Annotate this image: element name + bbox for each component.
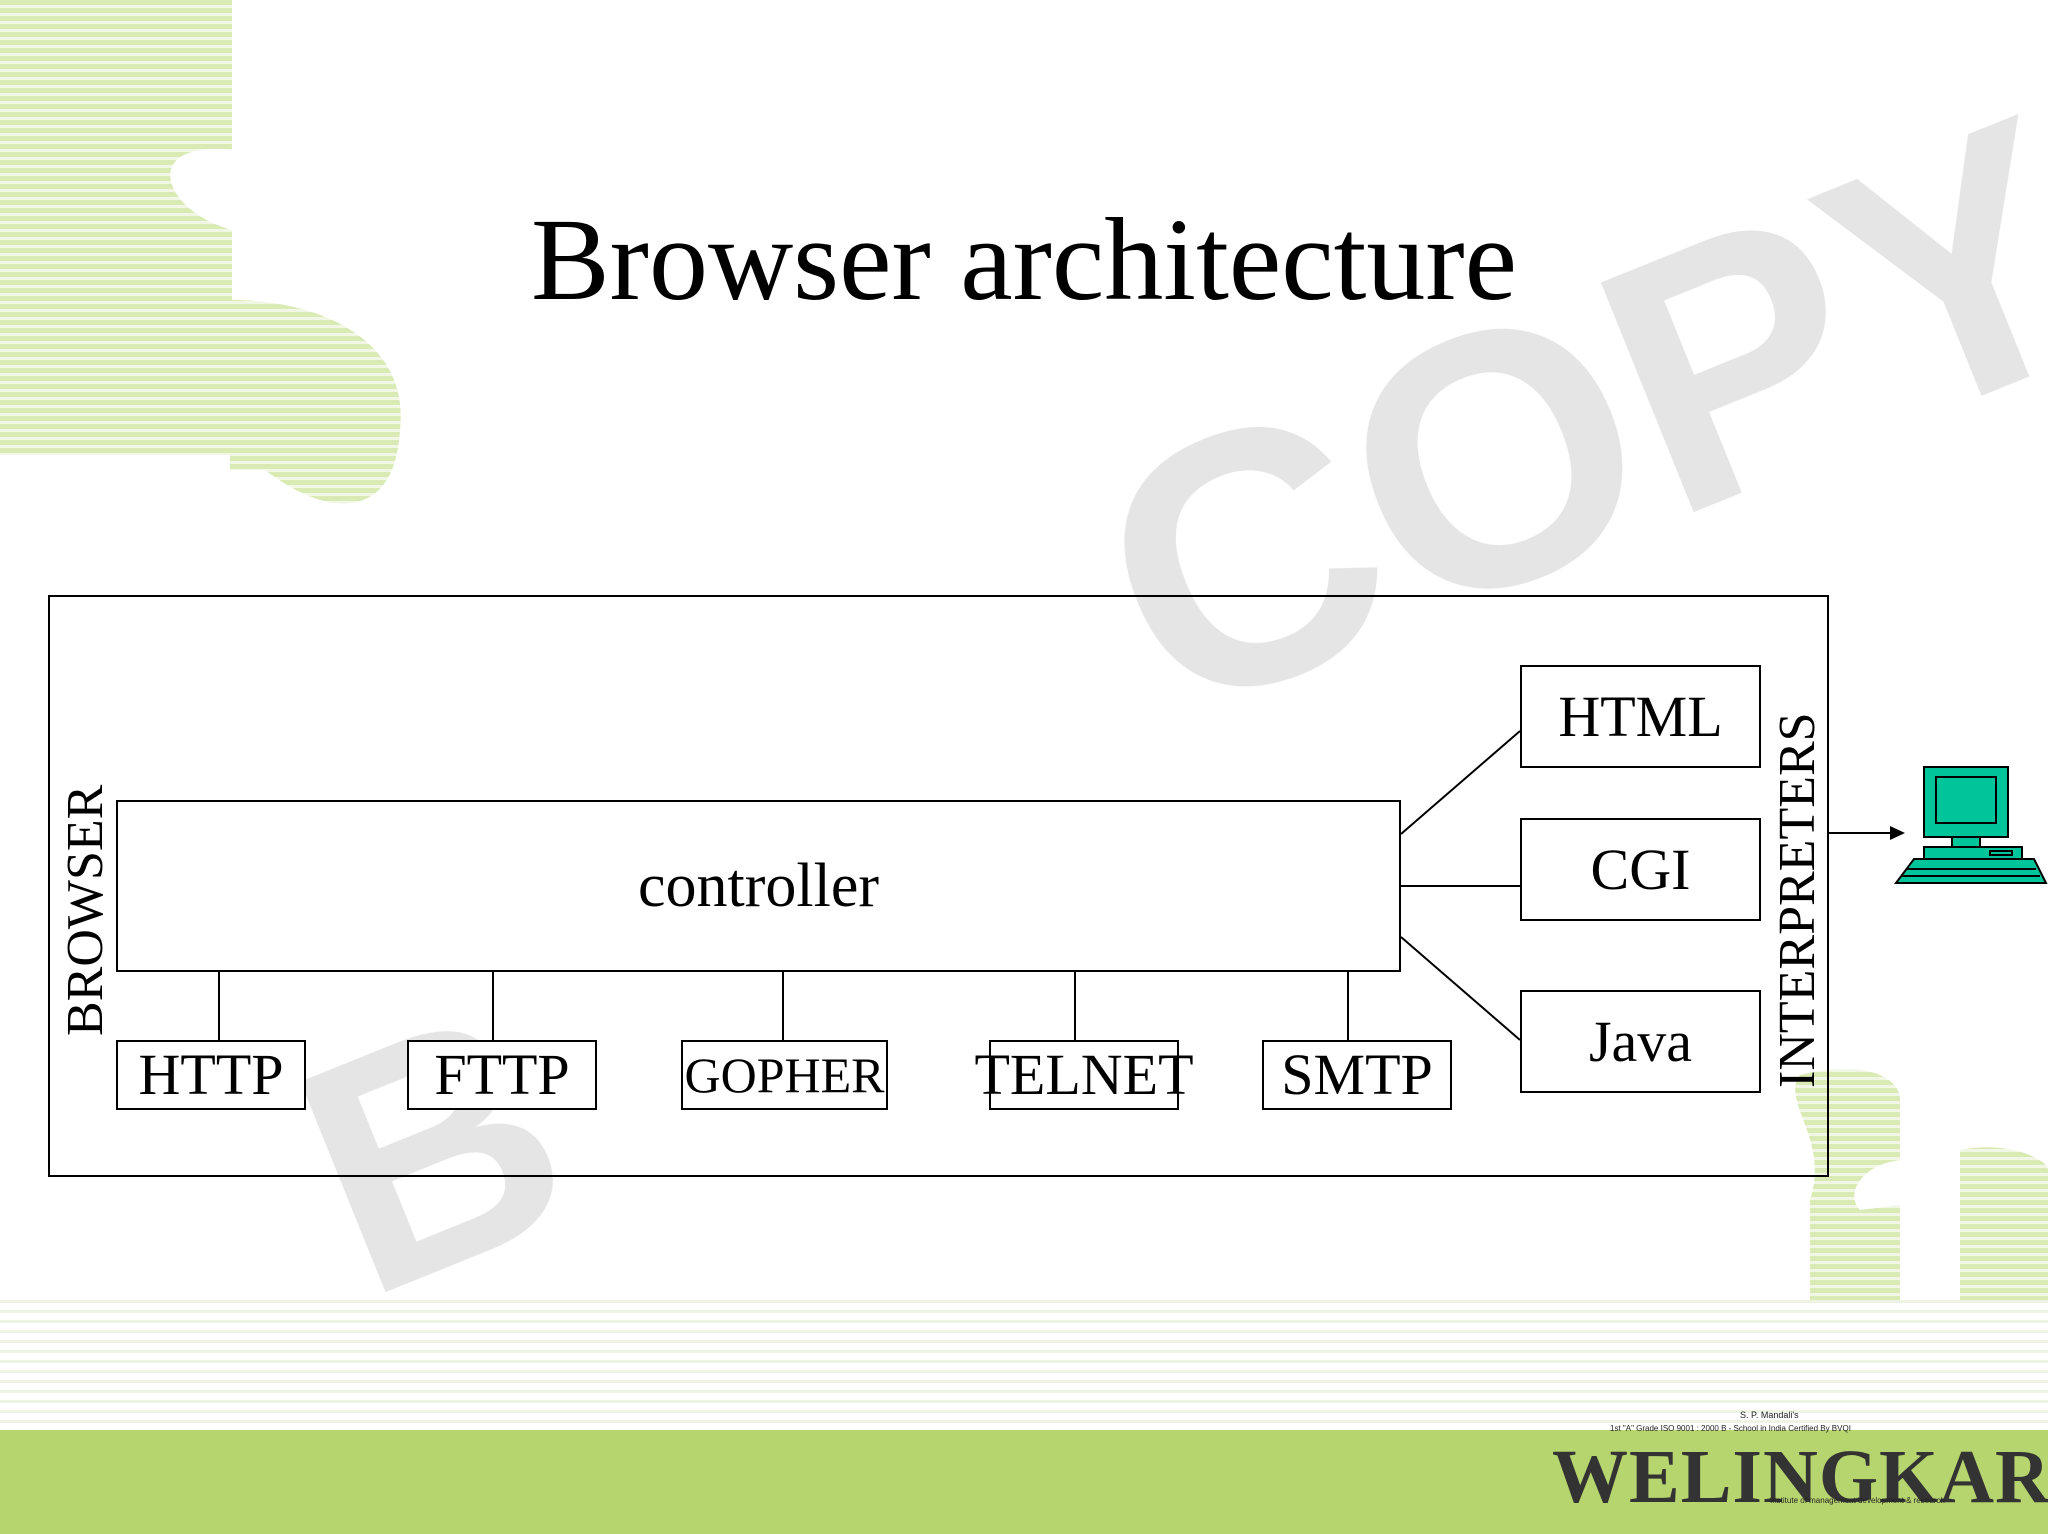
welingkar-logo: S. P. Mandali's 1st "A" Grade ISO 9001 :… <box>1540 1406 2048 1519</box>
interpreter-box-html: HTML <box>1520 665 1761 768</box>
browser-label: BROWSER <box>57 784 114 1036</box>
logo-line3: Institute of management development & re… <box>1770 1496 1945 1505</box>
browser-container <box>48 595 1829 1177</box>
protocol-box-smtp: SMTP <box>1262 1040 1452 1110</box>
interpreter-box-cgi: CGI <box>1520 818 1761 921</box>
computer-icon <box>1894 766 2048 884</box>
logo-name: WELINGKAR <box>1552 1435 2048 1519</box>
quote-mark-icon <box>1795 1069 2048 1350</box>
protocol-box-http: HTTP <box>116 1040 306 1110</box>
controller-box: controller <box>116 800 1401 972</box>
page-title: Browser architecture <box>530 194 1518 325</box>
protocol-box-fttp: FTTP <box>407 1040 597 1110</box>
logo-line2: 1st "A" Grade ISO 9001 : 2000 B - School… <box>1610 1424 1851 1433</box>
protocol-box-telnet: TELNET <box>974 1040 1194 1110</box>
protocol-box-gopher: GOPHER <box>681 1040 888 1110</box>
interpreter-box-java: Java <box>1520 990 1761 1093</box>
interpreters-label: INTERPRETERS <box>1769 712 1826 1088</box>
logo-line1: S. P. Mandali's <box>1740 1410 1799 1420</box>
quote-mark-icon <box>0 0 401 504</box>
